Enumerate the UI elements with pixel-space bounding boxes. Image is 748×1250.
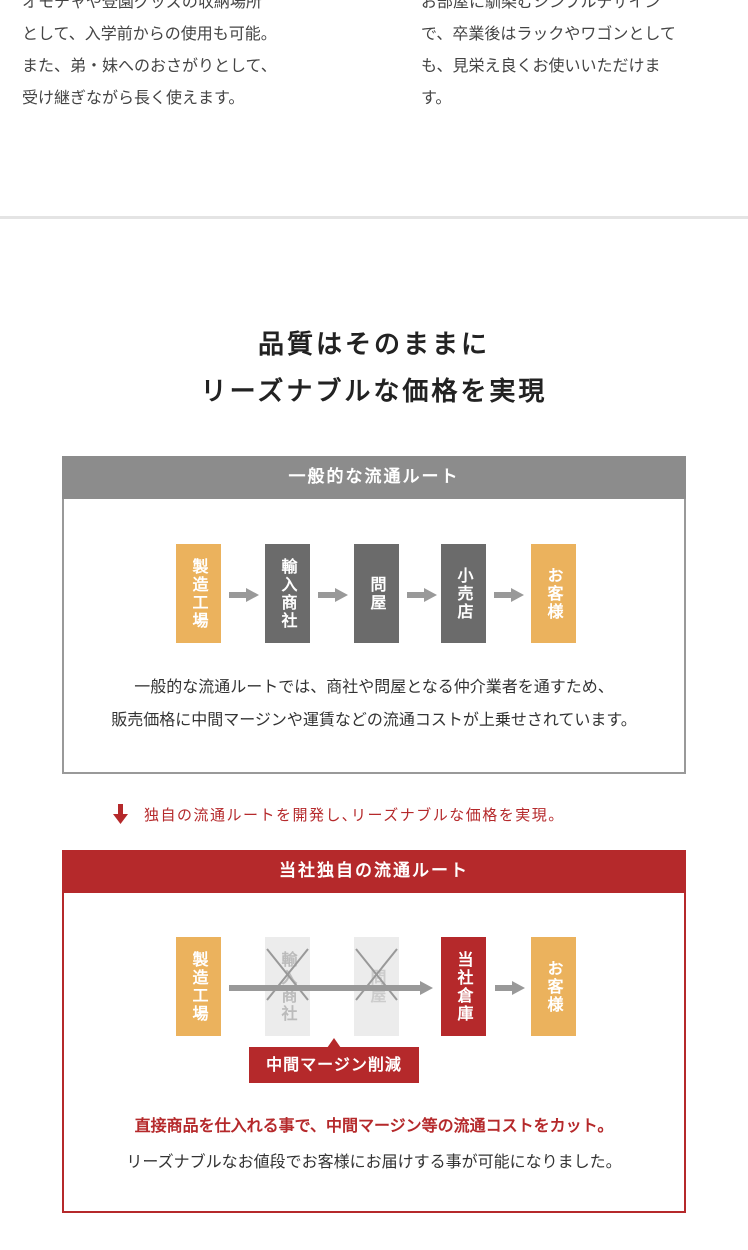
down-arrow-icon (113, 804, 128, 824)
route-node: 製造工場 (176, 937, 221, 1036)
text-line: として、入学前からの使用も可能。 (22, 24, 277, 43)
heading-line: 品質はそのままに (257, 330, 490, 360)
arrow-icon (407, 588, 437, 602)
route-node: 輸入商社 (265, 544, 310, 643)
heading-line: リーズナブルな価格を実現 (200, 377, 548, 407)
route-node: 小売店 (441, 544, 486, 643)
own-route-box: 当社独自の流通ルート 製造工場輸入商社問屋当社倉庫お客様 中間マージン削減 直接… (62, 850, 686, 1213)
box-title: 当社独自の流通ルート (62, 850, 686, 893)
text-line: オモチャや登園グッズの収納場所 (22, 0, 262, 11)
arrow-icon (494, 588, 524, 602)
route-node: お客様 (531, 937, 576, 1036)
text-line: も、見栄え良くお使いいただけま (421, 56, 661, 75)
arrow-icon (229, 981, 433, 995)
description-line: リーズナブルなお値段でお客様にお届けする事が可能になりました。 (126, 1152, 622, 1171)
section-heading: 品質はそのままに リーズナブルな価格を実現 (0, 322, 748, 416)
transition-note: 独自の流通ルートを開発し､リーズナブルな価格を実現。 (112, 802, 565, 826)
route-node: 当社倉庫 (441, 937, 486, 1036)
description-line: 販売価格に中間マージンや運賃などの流通コストが上乗せされています。 (111, 710, 637, 729)
arrow-icon (229, 588, 259, 602)
route-node: お客様 (531, 544, 576, 643)
box-title: 一般的な流通ルート (62, 456, 686, 499)
general-route-box: 一般的な流通ルート 製造工場輸入商社問屋小売店お客様 一般的な流通ルートでは、商… (62, 456, 686, 774)
text-line: 受け継ぎながら長く使えます。 (22, 88, 245, 107)
text-line: また、弟・妹へのおさがりとして、 (22, 56, 277, 75)
section-divider (0, 216, 748, 219)
intro-right: お部屋に馴染むシンプルデザイン で、卒業後はラックやワゴンとして も、見栄え良く… (421, 0, 731, 114)
text-line: で、卒業後はラックやワゴンとして (421, 24, 676, 43)
route-node: 問屋 (354, 544, 399, 643)
arrow-icon (495, 981, 525, 995)
text-line: す。 (421, 88, 452, 107)
transition-text: 独自の流通ルートを開発し､リーズナブルな価格を実現。 (144, 805, 565, 824)
margin-reduction-badge: 中間マージン削減 (249, 1038, 419, 1083)
intro-left: オモチャや登園グッズの収納場所 として、入学前からの使用も可能。 また、弟・妹へ… (22, 0, 332, 114)
description-line: 一般的な流通ルートでは、商社や問屋となる仲介業者を通すため、 (134, 677, 614, 696)
arrow-icon (318, 588, 348, 602)
text-line: お部屋に馴染むシンプルデザイン (421, 0, 661, 11)
route-node: 製造工場 (176, 544, 221, 643)
description-highlight: 直接商品を仕入れる事で、中間マージン等の流通コストをカット。 (134, 1116, 614, 1135)
cross-icon (266, 948, 309, 1001)
cross-icon (355, 948, 398, 1001)
